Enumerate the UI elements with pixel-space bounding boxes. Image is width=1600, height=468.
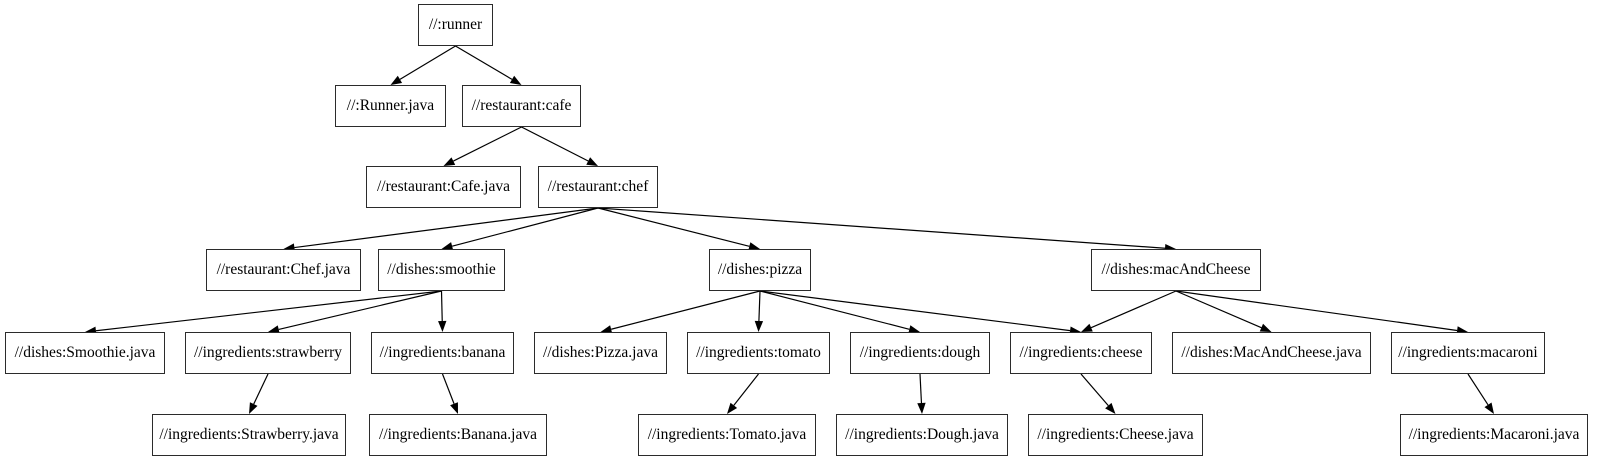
graph-node-label: //ingredients:macaroni [1398,344,1538,362]
graph-node-runner[interactable]: //:runner [418,4,493,46]
graph-node-cafe_java[interactable]: //restaurant:Cafe.java [366,166,521,208]
graph-node-label: //restaurant:chef [547,178,649,196]
graph-node-strawberry[interactable]: //ingredients:strawberry [185,332,351,374]
graph-node-chef_java[interactable]: //restaurant:Chef.java [206,249,361,291]
graph-node-label: //restaurant:Chef.java [216,261,351,279]
graph-node-label: //ingredients:strawberry [193,344,343,362]
graph-node-label: //ingredients:tomato [696,344,821,362]
graph-node-macaroni_java[interactable]: //ingredients:Macaroni.java [1400,414,1588,456]
graph-node-label: //dishes:smoothie [387,261,496,279]
graph-node-pizza_java[interactable]: //dishes:Pizza.java [534,332,667,374]
graph-node-label: //ingredients:Strawberry.java [159,426,339,444]
graph-node-label: //restaurant:Cafe.java [377,178,510,196]
graph-node-label: //dishes:Smoothie.java [14,344,156,362]
graph-node-label: //restaurant:cafe [471,97,572,115]
graph-node-banana_java[interactable]: //ingredients:Banana.java [369,414,547,456]
graph-node-smoothie_java[interactable]: //dishes:Smoothie.java [5,332,165,374]
graph-node-label: //ingredients:Tomato.java [647,426,807,444]
graph-node-label: //dishes:pizza [717,261,803,279]
graph-node-cheese[interactable]: //ingredients:cheese [1010,332,1152,374]
graph-node-label: //:Runner.java [346,97,435,115]
graph-node-cheese_java[interactable]: //ingredients:Cheese.java [1028,414,1203,456]
graph-node-macandcheese[interactable]: //dishes:macAndCheese [1091,249,1261,291]
graph-node-label: //ingredients:dough [859,344,981,362]
graph-node-dough_java[interactable]: //ingredients:Dough.java [836,414,1008,456]
graph-node-label: //ingredients:Macaroni.java [1408,426,1580,444]
graph-node-tomato[interactable]: //ingredients:tomato [687,332,830,374]
graph-node-dough[interactable]: //ingredients:dough [850,332,990,374]
graph-node-label: //dishes:Pizza.java [543,344,658,362]
graph-node-label: //dishes:MacAndCheese.java [1181,344,1362,362]
graph-node-macaroni[interactable]: //ingredients:macaroni [1391,332,1545,374]
graph-node-smoothie[interactable]: //dishes:smoothie [378,249,505,291]
graph-node-label: //ingredients:Dough.java [845,426,999,444]
graph-node-pizza[interactable]: //dishes:pizza [709,249,811,291]
graph-node-chef[interactable]: //restaurant:chef [538,166,658,208]
graph-node-macandcheese_java[interactable]: //dishes:MacAndCheese.java [1172,332,1371,374]
graph-node-label: //ingredients:Banana.java [379,426,537,444]
graph-node-strawberry_java[interactable]: //ingredients:Strawberry.java [152,414,346,456]
graph-node-runner_java[interactable]: //:Runner.java [335,85,446,127]
graph-node-label: //ingredients:banana [379,344,506,362]
graph-node-banana[interactable]: //ingredients:banana [371,332,514,374]
graph-node-label: //:runner [428,16,483,34]
graph-node-cafe[interactable]: //restaurant:cafe [462,85,581,127]
graph-node-tomato_java[interactable]: //ingredients:Tomato.java [638,414,816,456]
graph-node-label: //ingredients:Cheese.java [1037,426,1194,444]
graph-node-label: //dishes:macAndCheese [1101,261,1251,279]
graph-node-label: //ingredients:cheese [1019,344,1143,362]
